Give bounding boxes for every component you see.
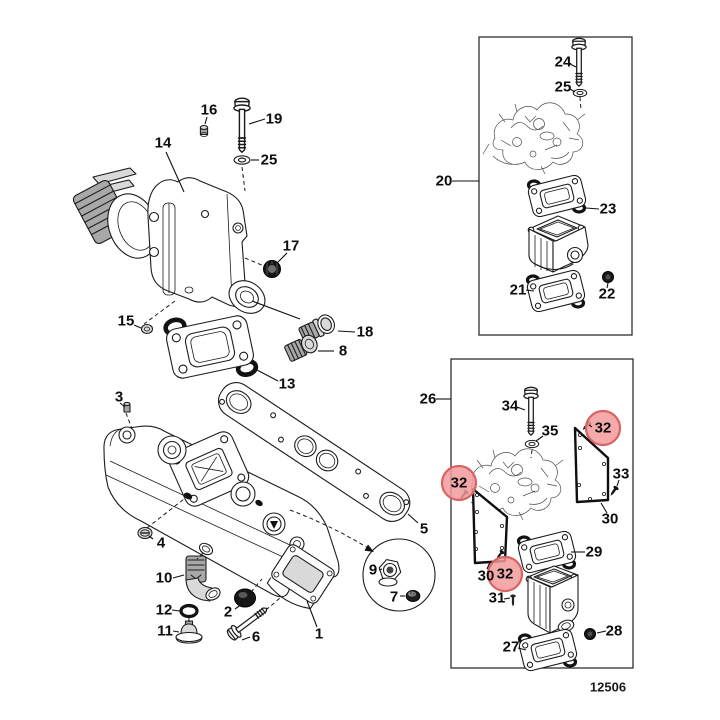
bolt-34 (523, 386, 539, 436)
callout-34: 34 (502, 398, 519, 415)
callout-24: 24 (555, 54, 572, 71)
callout-16: 16 (201, 102, 218, 119)
leader-lines-box26 (486, 406, 620, 651)
plug-28 (584, 628, 596, 640)
callout-4: 4 (157, 535, 166, 552)
leader-lines-box20 (525, 63, 609, 292)
callout-23: 23 (600, 201, 617, 218)
callout-31: 31 (489, 590, 506, 607)
part-14-elbow-drawing (72, 167, 266, 314)
kit-box-20: 20 24 25 23 (436, 36, 633, 336)
detail-circle (289, 509, 436, 612)
leader-lines-main (119, 116, 419, 641)
highlight-circle-32-bottom[interactable] (486, 555, 524, 593)
main-assembly-drawing: 16 19 25 14 17 15 18 8 13 3 5 4 10 12 11… (72, 97, 436, 646)
bolt-24 (571, 37, 587, 87)
plug-15 (140, 323, 154, 335)
gasket-5 (217, 382, 411, 522)
manifold-1-drawing (103, 425, 340, 610)
bolt-19 (233, 97, 251, 154)
gasket-21 (524, 267, 588, 315)
callout-2: 2 (224, 604, 232, 621)
callout-17: 17 (283, 238, 300, 255)
plug-7 (405, 590, 421, 602)
callout-27: 27 (503, 639, 520, 656)
callout-33: 33 (613, 466, 630, 483)
washer-35 (524, 439, 540, 449)
screw-33 (608, 484, 620, 498)
plug-3 (123, 401, 131, 413)
callout-8: 8 (339, 343, 347, 360)
screw-31 (510, 594, 516, 607)
highlight-circle-32-top-right[interactable] (584, 409, 622, 447)
gasket-13 (163, 315, 259, 379)
callout-10: 10 (156, 570, 173, 587)
callout-22: 22 (599, 286, 616, 303)
gasket-23 (525, 172, 589, 220)
gasket-29 (515, 528, 579, 576)
callout-7: 7 (390, 589, 398, 606)
plug-17 (263, 260, 281, 278)
callout-11: 11 (157, 623, 173, 640)
callout-32-left: 32 (451, 475, 468, 492)
nut-16 (199, 124, 209, 137)
drawing-number: 12506 (590, 680, 626, 695)
anode-plug-11 (175, 620, 203, 644)
elbow-sketch-box20 (482, 102, 586, 175)
washer-25 (233, 155, 251, 165)
highlight-circle-32-left[interactable] (440, 464, 478, 502)
fitting-8 (284, 334, 318, 362)
gasket-27 (516, 626, 580, 674)
plate-30-right (573, 426, 610, 504)
washer-25-box20 (572, 88, 588, 98)
callout-15: 15 (118, 313, 135, 330)
fitting-9 (378, 559, 402, 587)
callout-25: 25 (261, 152, 278, 169)
o-ring-12 (179, 603, 199, 619)
callout-21: 21 (510, 282, 527, 299)
callout-35: 35 (542, 423, 559, 440)
callout-5: 5 (420, 521, 428, 538)
callout-29: 29 (586, 544, 603, 561)
callout-32-top-right: 32 (595, 420, 612, 437)
riser-block-26 (525, 565, 579, 634)
callout-26: 26 (420, 391, 437, 408)
callout-19: 19 (266, 111, 283, 128)
kit-box-26: 26 (420, 358, 634, 674)
callout-32-bottom: 32 (497, 566, 514, 583)
detail-pointer-dashed (289, 509, 369, 549)
callout-28: 28 (606, 623, 623, 640)
callout-18: 18 (357, 324, 374, 341)
grommet-2 (234, 588, 256, 608)
callout-3: 3 (115, 389, 123, 406)
riser-block-20 (527, 215, 589, 273)
callout-30-left: 30 (478, 568, 495, 585)
plug-4 (137, 526, 153, 540)
callout-30-right: 30 (602, 511, 619, 528)
elbow-fitting-10 (185, 555, 221, 602)
callout-20: 20 (436, 173, 453, 190)
callout-14: 14 (155, 135, 172, 152)
callout-6: 6 (252, 629, 260, 646)
assembly-dashed-lines (125, 166, 281, 625)
plug-22 (602, 271, 614, 283)
callout-9: 9 (369, 562, 377, 579)
callout-13: 13 (279, 376, 296, 393)
callout-1: 1 (315, 626, 323, 643)
callout-25-box20: 25 (555, 79, 572, 96)
callout-12: 12 (156, 602, 173, 619)
